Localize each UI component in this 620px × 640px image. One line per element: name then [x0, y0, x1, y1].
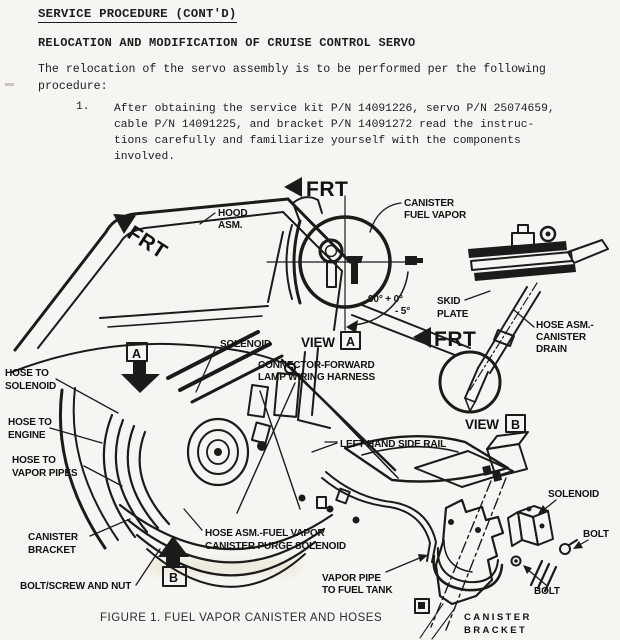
label-connector-1: CONNECTOR-FORWARD: [258, 360, 375, 371]
intro-line-2: procedure:: [38, 80, 108, 93]
label-side-rail: LEFT HAND SIDE RAIL: [340, 439, 446, 450]
view-a-drawing: FRT: [266, 177, 423, 333]
view-b-letter: B: [511, 418, 520, 432]
step-line-2: cable P/N 14091225, and bracket P/N 1409…: [114, 119, 535, 131]
label-vapor-pipe-2: TO FUEL TANK: [322, 585, 393, 596]
frt-label-top: FRT: [306, 178, 348, 201]
figure-caption: FIGURE 1. FUEL VAPOR CANISTER AND HOSES: [100, 612, 382, 624]
leader-lines: [49, 202, 589, 586]
label-hose-drain-1: HOSE ASM.-: [536, 320, 594, 331]
label-canister-bracket-b1: CANISTER: [464, 612, 532, 623]
step-line-1: After obtaining the service kit P/N 1409…: [114, 103, 555, 115]
view-a-word: VIEW: [301, 335, 335, 350]
skid-plate-drawing: FRT: [413, 224, 609, 414]
label-hood-asm-1: HOOD: [218, 208, 247, 219]
intro-line-1: The relocation of the servo assembly is …: [38, 63, 546, 76]
label-hose-drain-2: CANISTER: [536, 332, 587, 343]
view-a-letter: A: [346, 335, 355, 349]
frt-arrow-right: [413, 327, 431, 348]
label-bolt-upper: BOLT: [583, 529, 609, 540]
marker-b: B: [158, 536, 189, 587]
section-title: RELOCATION AND MODIFICATION OF CRUISE CO…: [38, 36, 416, 50]
label-skid-plate-1: SKID: [437, 296, 460, 307]
label-connector-2: LAMP WIRING HARNESS: [258, 372, 375, 383]
label-hood-asm-2: ASM.: [218, 220, 243, 231]
scan-artifact-dash: [5, 83, 14, 86]
marker-a-letter: A: [132, 347, 141, 361]
label-bolt-screw-nut: BOLT/SCREW AND NUT: [20, 581, 131, 592]
label-canister-fuel-vapor-2: FUEL VAPOR: [404, 210, 467, 221]
angle-arc: [351, 271, 409, 326]
label-angle-2: - 5°: [395, 306, 410, 317]
step-line-3: tions carefully and familiarize yourself…: [114, 135, 521, 147]
step-text: After obtaining the service kit P/N 1409…: [114, 101, 555, 165]
label-hose-engine-1: HOSE TO: [8, 417, 52, 428]
diagram-labels: CANISTER FUEL VAPOR HOOD ASM. 90° + 0° -…: [5, 198, 609, 636]
marker-b-letter: B: [169, 571, 178, 585]
label-canister-bracket-l2: BRACKET: [28, 545, 76, 556]
step-line-4: involved.: [114, 151, 176, 163]
down-arrow-icon: [133, 362, 146, 374]
label-hose-drain-3: DRAIN: [536, 344, 567, 355]
intro-paragraph: The relocation of the servo assembly is …: [38, 61, 546, 95]
label-canister-fuel-vapor-1: CANISTER: [404, 198, 455, 209]
up-arrow-icon: [158, 536, 189, 557]
frt-label-hood: FRT: [123, 221, 171, 263]
view-b-detail-drawing: [414, 431, 578, 640]
marker-a: A: [121, 342, 160, 393]
engine-bay-drawing: [58, 304, 514, 588]
label-hose-solenoid-2: SOLENOID: [5, 381, 56, 392]
label-canister-bracket-b2: BRACKET: [464, 625, 527, 636]
label-hose-fuel-vapor-2: CANISTER PURGE SOLENOID: [205, 541, 346, 552]
label-solenoid: SOLENOID: [220, 339, 271, 350]
label-hose-engine-2: ENGINE: [8, 430, 46, 441]
label-vapor-pipe-1: VAPOR PIPE: [322, 573, 381, 584]
label-solenoid-b: SOLENOID: [548, 489, 599, 500]
view-b-word: VIEW: [465, 417, 499, 432]
page-title: SERVICE PROCEDURE (CONT'D): [38, 7, 237, 23]
label-angle-1: 90° + 0°: [368, 294, 403, 305]
frt-arrow-top: [284, 177, 302, 197]
view-a-box: [340, 331, 361, 350]
label-hose-vapor-2: VAPOR PIPES: [12, 468, 78, 479]
label-bolt-lower: BOLT: [534, 586, 560, 597]
label-skid-plate-2: PLATE: [437, 309, 469, 320]
step-number: 1.: [76, 101, 90, 113]
view-b-box: [505, 414, 526, 433]
label-canister-bracket-l1: CANISTER: [28, 532, 79, 543]
label-hose-vapor-1: HOSE TO: [12, 455, 56, 466]
label-hose-solenoid-1: HOSE TO: [5, 368, 49, 379]
label-hose-fuel-vapor-1: HOSE ASM.-FUEL VAPOR: [205, 528, 326, 539]
